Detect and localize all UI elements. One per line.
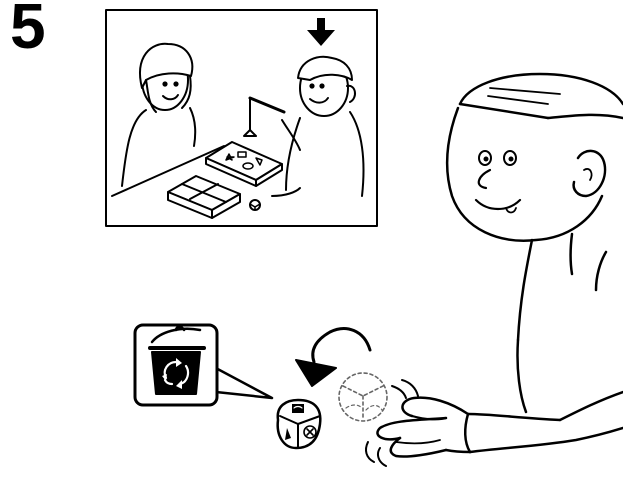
eye-right [503,150,517,166]
rotate-arrow-icon [295,327,372,387]
hand [376,396,472,458]
boy-large-figure [365,72,623,467]
table-edge [111,145,225,197]
boy-small-figure [243,55,365,197]
die-ghost-icon [338,372,388,422]
eye-left [478,150,492,166]
down-arrow-icon [307,18,335,46]
recycle-bin-icon [133,323,219,407]
callout-pointer [210,364,274,400]
girl-figure [121,42,197,187]
step-number: 5 [10,0,46,62]
sorting-box [167,175,241,219]
tray-with-shapes [205,141,283,187]
die-icon [276,398,322,450]
die-small-icon [249,199,261,211]
motion-lines [365,379,419,467]
inset-scene-panel [105,9,378,227]
